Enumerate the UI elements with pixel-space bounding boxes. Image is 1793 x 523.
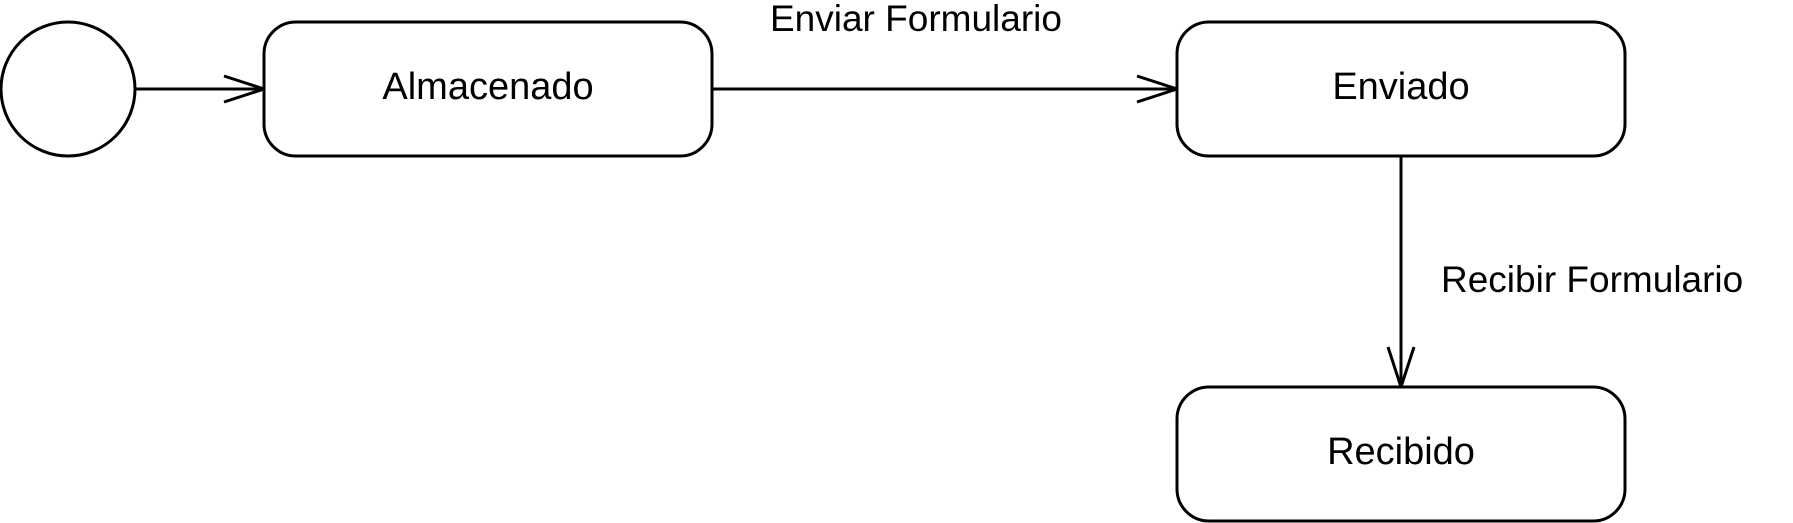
state-label-almacenado: Almacenado (382, 66, 593, 108)
transition-label-enviar-formulario: Enviar Formulario (770, 0, 1062, 39)
transition-label-recibir-formulario: Recibir Formulario (1441, 259, 1743, 300)
state-label-enviado: Enviado (1332, 66, 1469, 108)
transition-enviado-to-recibido: Recibir Formulario (1386, 156, 1743, 392)
transition-almacenado-to-enviado: Enviar Formulario (712, 0, 1182, 104)
state-box (1175, 385, 1627, 523)
state-enviado: Enviado (1175, 20, 1627, 158)
transition-initial-to-almacenado (135, 74, 269, 104)
state-label-recibido: Recibido (1327, 431, 1475, 473)
state-almacenado: Almacenado (262, 20, 714, 158)
state-recibido: Recibido (1175, 385, 1627, 523)
initial-state-node (0, 20, 137, 158)
